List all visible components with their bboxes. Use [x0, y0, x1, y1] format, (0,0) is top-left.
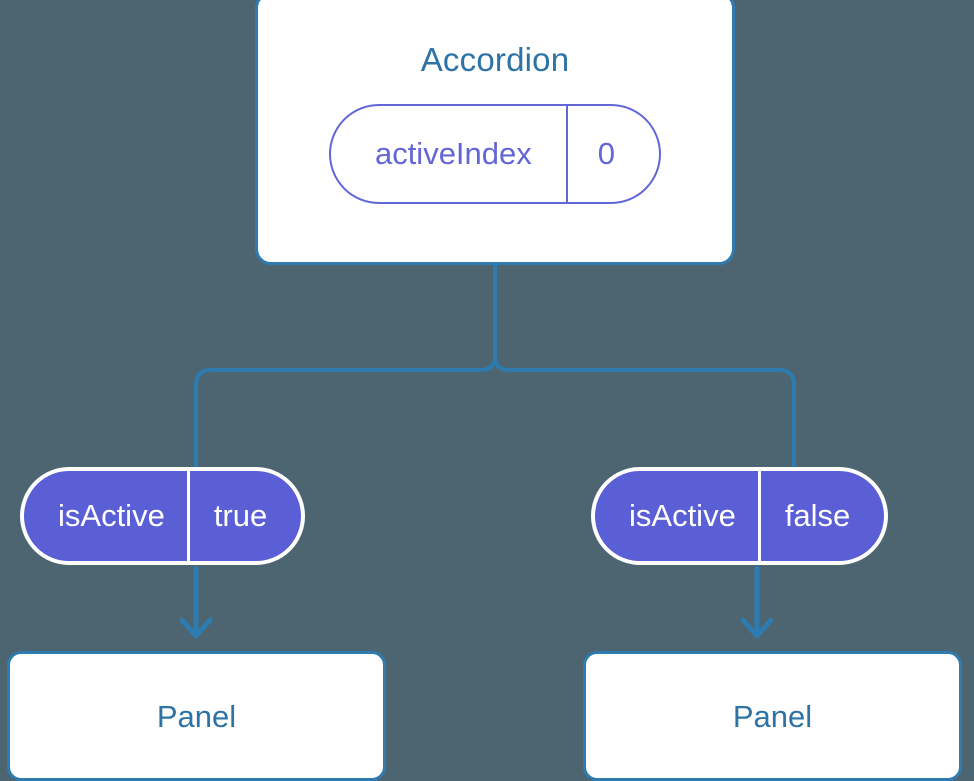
arrow-right-chip-to-panel [740, 565, 774, 639]
accordion-state-chip[interactable]: activeIndex 0 [328, 104, 662, 204]
accordion-title: Accordion [420, 41, 570, 78]
prop-chip-is-active-false[interactable]: isActive false [591, 467, 889, 565]
panel-component-card-left[interactable]: Panel [7, 651, 386, 781]
accordion-state-key: activeIndex [331, 106, 568, 202]
arrow-left-chip-to-panel [179, 565, 213, 639]
connector-split-bar [194, 355, 796, 472]
panel-right-title: Panel [732, 698, 813, 734]
prop-chip-right-value: false [784, 498, 851, 533]
prop-chip-left-key: isActive [24, 471, 190, 561]
panel-component-card-right[interactable]: Panel [583, 651, 962, 781]
panel-left-title: Panel [156, 698, 237, 734]
accordion-component-card[interactable]: Accordion activeIndex 0 [255, 0, 735, 265]
prop-chip-left-value: true [213, 498, 268, 533]
prop-chip-right-key: isActive [595, 471, 761, 561]
accordion-state-value: 0 [597, 136, 616, 171]
prop-chip-is-active-true[interactable]: isActive true [20, 467, 306, 565]
